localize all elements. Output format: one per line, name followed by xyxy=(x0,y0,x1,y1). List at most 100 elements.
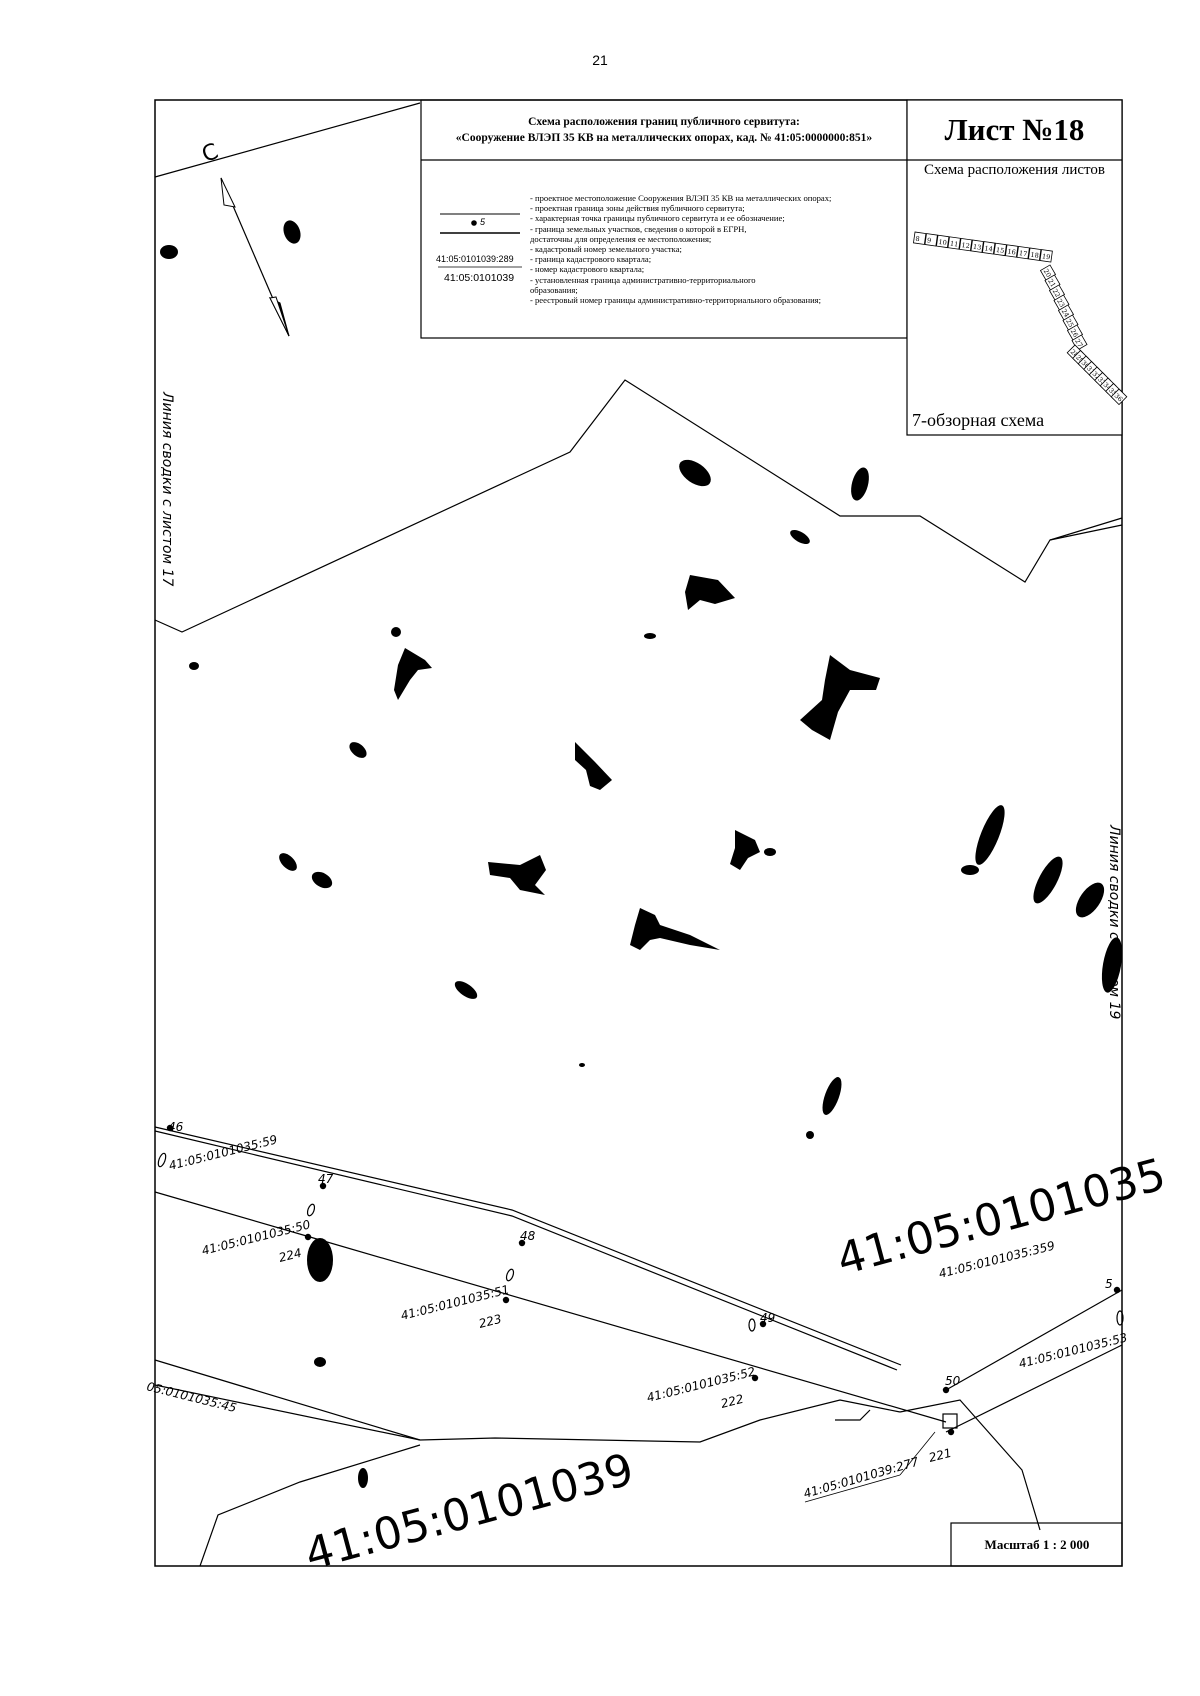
legend-item: достаточны для определения ее местополож… xyxy=(530,233,712,244)
layout-sheet: 9 xyxy=(924,233,938,247)
layout-sheet: 14 xyxy=(982,241,996,255)
scale-label: Масштаб 1 : 2 000 xyxy=(984,1537,1090,1552)
layout-sheet-number: 9 xyxy=(927,236,932,244)
layout-sheet-number: 17 xyxy=(1019,249,1028,258)
match-line-left-label: Линия сводки с листом 17 xyxy=(159,391,175,586)
legend-item: - граница кадастрового квартала; xyxy=(530,254,652,265)
layout-sheet-number: 25 xyxy=(1064,318,1075,329)
point-label-222: 222 xyxy=(719,1392,745,1411)
layout-sheet-number: 23 xyxy=(1055,298,1066,309)
top-left-boundary xyxy=(154,102,421,178)
layout-sheet-number: 32 xyxy=(1091,370,1103,382)
layout-sheet: 12 xyxy=(959,237,973,252)
legend-point-symbol xyxy=(471,220,477,226)
vegetation xyxy=(157,220,1124,1488)
layout-sheet-number: 28 xyxy=(1069,348,1081,360)
layout-sheet-number: 10 xyxy=(938,238,947,247)
match-line-right-label: Линия сводки с листом 19 xyxy=(1106,824,1122,1019)
characteristic-point xyxy=(502,1296,510,1304)
layout-sheet-number: 15 xyxy=(996,246,1005,255)
layout-sheet-number: 33 xyxy=(1096,375,1108,387)
layout-sheet-number: 19 xyxy=(1042,252,1051,261)
layout-sheet-number: 30 xyxy=(1080,359,1092,371)
layout-sheet: 13 xyxy=(970,239,984,253)
legend-items: - проектное местоположение Сооружения ВЛ… xyxy=(530,193,905,305)
quarter-label-bottom: 41:05:0101039 xyxy=(300,1444,639,1581)
point-label-5: 5 xyxy=(1105,1277,1113,1291)
sheet-frame xyxy=(906,99,1123,436)
layout-sheet: 17 xyxy=(1016,245,1030,260)
layout-sheet-number: 8 xyxy=(915,235,920,243)
legend-item: - установленная граница административно-… xyxy=(530,274,756,285)
characteristic-point xyxy=(751,1374,759,1382)
legend-item: - номер кадастрового квартала; xyxy=(530,264,645,275)
layout-sheet-number: 27 xyxy=(1073,338,1084,349)
legend-point-label: 5 xyxy=(480,217,486,227)
layout-sheet: 11 xyxy=(947,236,961,250)
layout-sheet: 18 xyxy=(1028,247,1042,261)
layout-sheet-number: 13 xyxy=(973,243,982,252)
legend-cadastral-number: 41:05:0101039:289 xyxy=(436,254,514,264)
characteristic-point xyxy=(304,1233,312,1241)
legend-item: - проектное местоположение Сооружения ВЛ… xyxy=(530,193,832,203)
parcel-boundary-f xyxy=(899,1399,1041,1531)
layout-sheet-number: 20 xyxy=(1042,268,1053,279)
characteristic-point xyxy=(759,1320,767,1328)
point-label-46: 46 xyxy=(168,1120,184,1134)
point-label-224: 224 xyxy=(277,1246,303,1265)
overview-caption: 7-обзорная схема xyxy=(912,410,1045,430)
legend-item: - кадастровый номер земельного участка; xyxy=(530,244,682,255)
scale-frame xyxy=(950,1522,1123,1567)
legend-item: образования; xyxy=(530,284,578,295)
layout-sheet-number: 18 xyxy=(1030,251,1039,260)
layout-sheet-number: 16 xyxy=(1007,247,1016,256)
layout-sheet: 19 xyxy=(1039,249,1053,263)
point-label-50: 50 xyxy=(945,1374,961,1388)
characteristic-point xyxy=(947,1428,955,1436)
parcel-boundary-north xyxy=(154,379,1123,633)
characteristic-point xyxy=(1113,1286,1121,1294)
point-label-48: 48 xyxy=(520,1229,536,1243)
layout-sheet-number: 11 xyxy=(950,239,959,248)
layout-sheet-number: 34 xyxy=(1102,381,1114,393)
layout-sheet-number: 24 xyxy=(1060,308,1071,319)
parcel-label-53: 41:05:0101035:53 xyxy=(1017,1330,1128,1371)
legend-item: - реестровый номер границы административ… xyxy=(530,295,822,306)
layout-sheet: 8 xyxy=(913,231,927,245)
point-label-47: 47 xyxy=(318,1172,334,1186)
legend-item: - проектная граница зоны действия публич… xyxy=(530,203,745,214)
point-label-49: 49 xyxy=(760,1311,775,1325)
north-arrow xyxy=(220,177,290,337)
point-label-223: 223 xyxy=(477,1312,503,1331)
quarter-boundary-bottom xyxy=(199,1444,421,1567)
title-block: Схема расположения границ публичного сер… xyxy=(422,101,906,159)
characteristic-point xyxy=(319,1182,327,1190)
parcel-label-45: 05:0101035:45 xyxy=(145,1379,238,1415)
layout-sheet-number: 35 xyxy=(1107,386,1119,398)
line-route-lower xyxy=(154,1130,898,1371)
characteristic-point xyxy=(942,1386,950,1394)
layout-sheet: 10 xyxy=(936,234,950,249)
layout-sheet-number: 12 xyxy=(961,241,970,250)
layout-sheet-number: 14 xyxy=(984,244,993,253)
parcel-boundary-e xyxy=(154,1384,421,1441)
title-line-2: «Сооружение ВЛЭП 35 КВ на металлических … xyxy=(455,132,873,144)
legend-item: - граница земельных участков, сведения о… xyxy=(530,223,747,234)
layout-sheet: 36 xyxy=(1110,388,1128,406)
characteristic-point xyxy=(166,1124,174,1132)
page-number: 21 xyxy=(592,52,608,68)
line-route-upper xyxy=(154,1126,902,1366)
parcel-boundary-b xyxy=(945,1289,1123,1391)
layout-sheet-number: 29 xyxy=(1074,353,1086,365)
legend-item: - характерная точка границы публичного с… xyxy=(530,213,785,224)
layout-sheet-number: 26 xyxy=(1069,328,1080,339)
parcel-label-277: 41:05:0101039:277 xyxy=(802,1455,921,1501)
title-line-1: Схема расположения границ публичного сер… xyxy=(528,116,800,128)
legend-quarter-number: 41:05:0101039 xyxy=(444,272,515,284)
layout-sheet: 16 xyxy=(1005,244,1019,258)
characteristic-point xyxy=(518,1239,526,1247)
layout-sheet: 15 xyxy=(993,242,1007,257)
layout-sheet-number: 21 xyxy=(1046,278,1057,289)
